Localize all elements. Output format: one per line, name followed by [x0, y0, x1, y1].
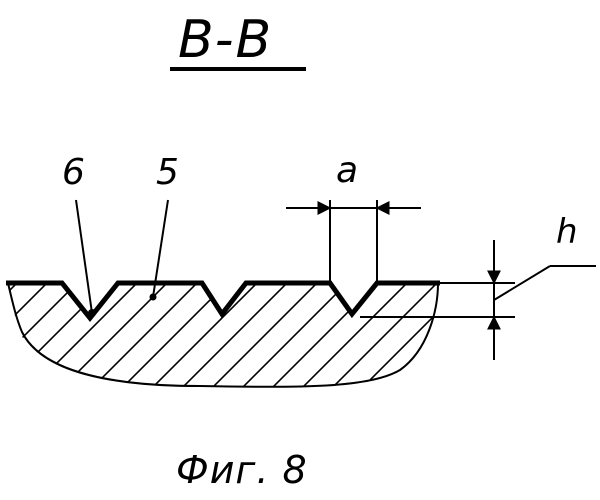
leader-line-6: [76, 200, 92, 313]
dimension-h: [360, 240, 596, 360]
leader-dot-5: [150, 294, 157, 301]
grooved-top-surface: [6, 283, 440, 318]
dimension-a: [286, 200, 421, 283]
leader-dot-6: [88, 309, 96, 317]
